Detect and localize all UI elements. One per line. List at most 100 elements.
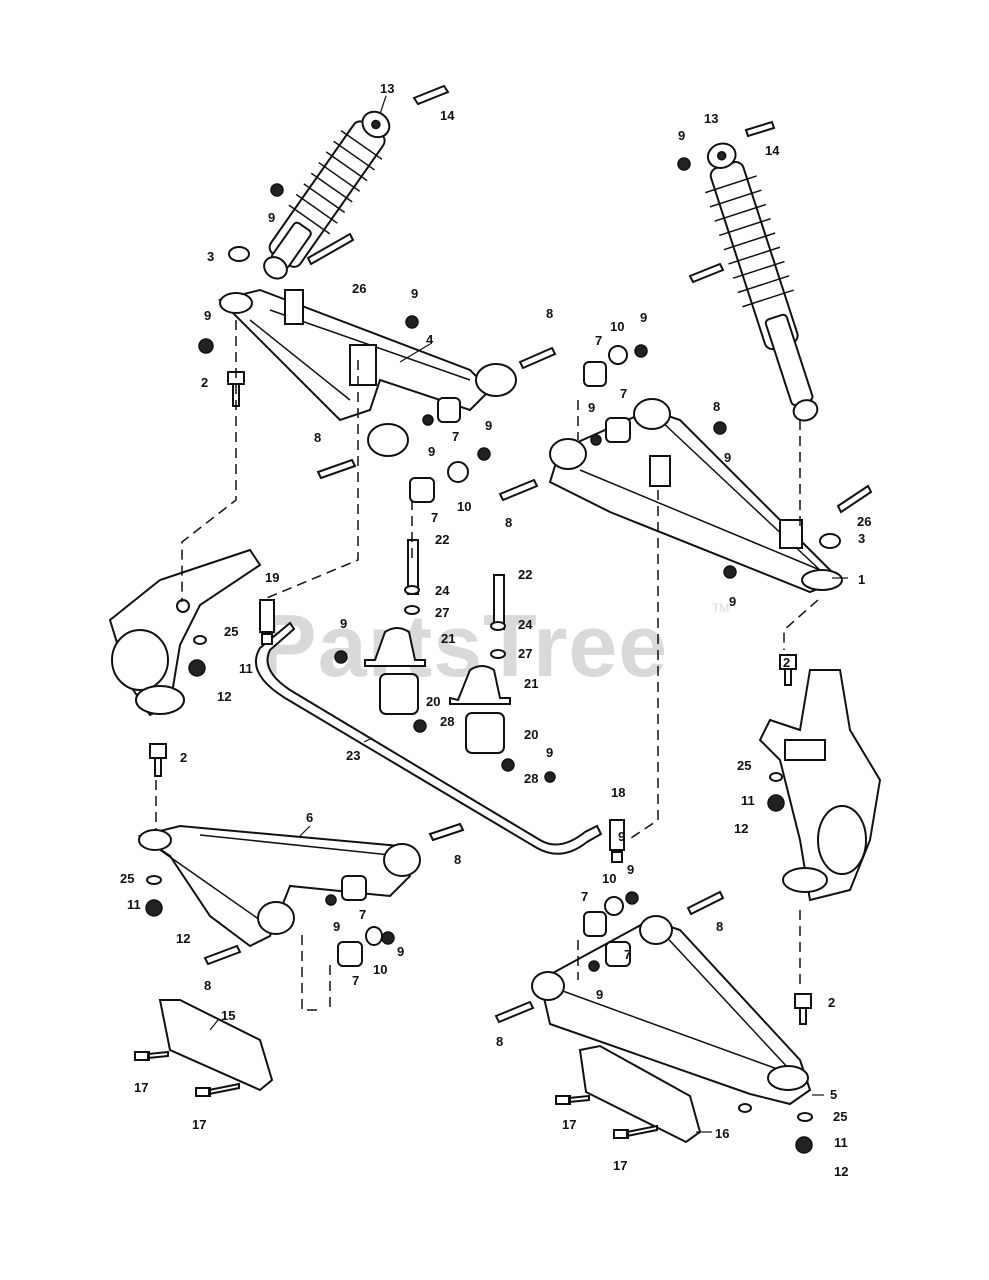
bushing-20b: [465, 712, 505, 754]
callout: 7: [620, 386, 627, 401]
callout: 9: [588, 400, 595, 415]
callout: 27: [518, 646, 532, 661]
clamp-21b: [449, 665, 511, 705]
callout: 10: [602, 871, 616, 886]
callout: 7: [581, 889, 588, 904]
left-nut-11-low: [145, 899, 163, 917]
callout: 8: [546, 306, 553, 321]
leader-lines: [209, 95, 848, 1133]
callout: 7: [595, 333, 602, 348]
right-bolt-8c: [686, 890, 725, 916]
left-nut-9d: [477, 447, 491, 461]
right-shock-bolt: [744, 120, 776, 138]
right-nut-11-mid: [767, 794, 785, 812]
callout: 9: [411, 286, 418, 301]
right-spindle-knuckle: [758, 669, 882, 902]
right-bolt-8b: [498, 478, 539, 502]
callout: 9: [333, 919, 340, 934]
callout: 9: [485, 418, 492, 433]
right-nut-9d: [723, 565, 737, 579]
callout: 9: [340, 616, 347, 631]
right-nut-9b: [590, 434, 602, 446]
sway-bar: [255, 621, 603, 855]
callout: 7: [352, 973, 359, 988]
washer-27b: [490, 649, 506, 659]
right-bushing-7a: [583, 361, 607, 387]
callout: 21: [441, 631, 455, 646]
callout: 4: [426, 332, 434, 347]
bolt-22a: [407, 539, 419, 595]
callout: 9: [268, 210, 275, 225]
loose-clip: [738, 1103, 752, 1113]
left-snap-ring: [228, 246, 250, 262]
callout: 15: [221, 1008, 235, 1023]
callout: 9: [729, 594, 736, 609]
callout: 10: [373, 962, 387, 977]
callout: 8: [496, 1034, 503, 1049]
left-bushing-7a: [437, 397, 461, 423]
nut-28a: [413, 719, 427, 733]
left-washer-10: [447, 461, 469, 483]
right-bolt-8a: [688, 262, 725, 284]
callout: 8: [505, 515, 512, 530]
right-washer-10: [608, 345, 628, 365]
callout: 24: [518, 617, 533, 632]
callout: 24: [435, 583, 450, 598]
callout: 14: [440, 108, 455, 123]
washer-24b: [490, 621, 506, 631]
right-ball-joint-upper: [779, 654, 797, 686]
callout: 17: [134, 1080, 148, 1095]
left-shock-nut: [270, 183, 284, 197]
left-bushing-7b: [409, 477, 435, 503]
right-bolt-26: [836, 484, 873, 514]
left-bolt-8b: [316, 458, 357, 480]
callout: 7: [431, 510, 438, 525]
callout: 9: [546, 745, 553, 760]
right-nut-11-low: [795, 1136, 813, 1154]
callout: 25: [737, 758, 751, 773]
right-shock-absorber: [705, 142, 819, 422]
left-bolt-8a: [518, 346, 557, 370]
left-bolt-8d: [203, 944, 242, 966]
right-snap-ring: [819, 533, 841, 549]
callout: 23: [346, 748, 360, 763]
callout: 12: [734, 821, 748, 836]
callout: 2: [180, 750, 187, 765]
callout: 6: [306, 810, 313, 825]
callout: 9: [724, 450, 731, 465]
callout: 9: [640, 310, 647, 325]
callout: 17: [562, 1117, 576, 1132]
right-upper-a-arm: [548, 398, 843, 594]
callout: 12: [176, 931, 190, 946]
callout: 8: [204, 978, 211, 993]
right-lower-a-arm: [531, 915, 812, 1106]
callout: 7: [452, 429, 459, 444]
right-bushing-7d: [605, 941, 631, 967]
left-nut-9e: [325, 894, 337, 906]
right-washer-25-low: [797, 1112, 813, 1122]
assembly-guide-lines: [155, 320, 819, 1011]
callout: 3: [858, 531, 865, 546]
clamp-21a: [364, 627, 426, 667]
left-nut-9a: [198, 338, 214, 354]
callout: 8: [716, 919, 723, 934]
callout: 25: [120, 871, 134, 886]
callout: 11: [239, 661, 253, 676]
left-sway-link-19: [259, 599, 275, 645]
right-nut-9a: [634, 344, 648, 358]
callout: 26: [352, 281, 366, 296]
left-bushing-7d: [337, 941, 363, 967]
left-nut-9c: [422, 414, 434, 426]
left-nut-9f: [381, 931, 395, 945]
callout: 25: [224, 624, 238, 639]
left-spindle-knuckle: [108, 548, 262, 717]
callout: 28: [524, 771, 538, 786]
callout: 7: [359, 907, 366, 922]
callout: 25: [833, 1109, 847, 1124]
washer-24a: [404, 585, 420, 595]
callout: 7: [624, 947, 631, 962]
callout: 9: [678, 128, 685, 143]
left-nut-12-top: [188, 659, 206, 677]
right-bushing-7c: [583, 911, 607, 937]
